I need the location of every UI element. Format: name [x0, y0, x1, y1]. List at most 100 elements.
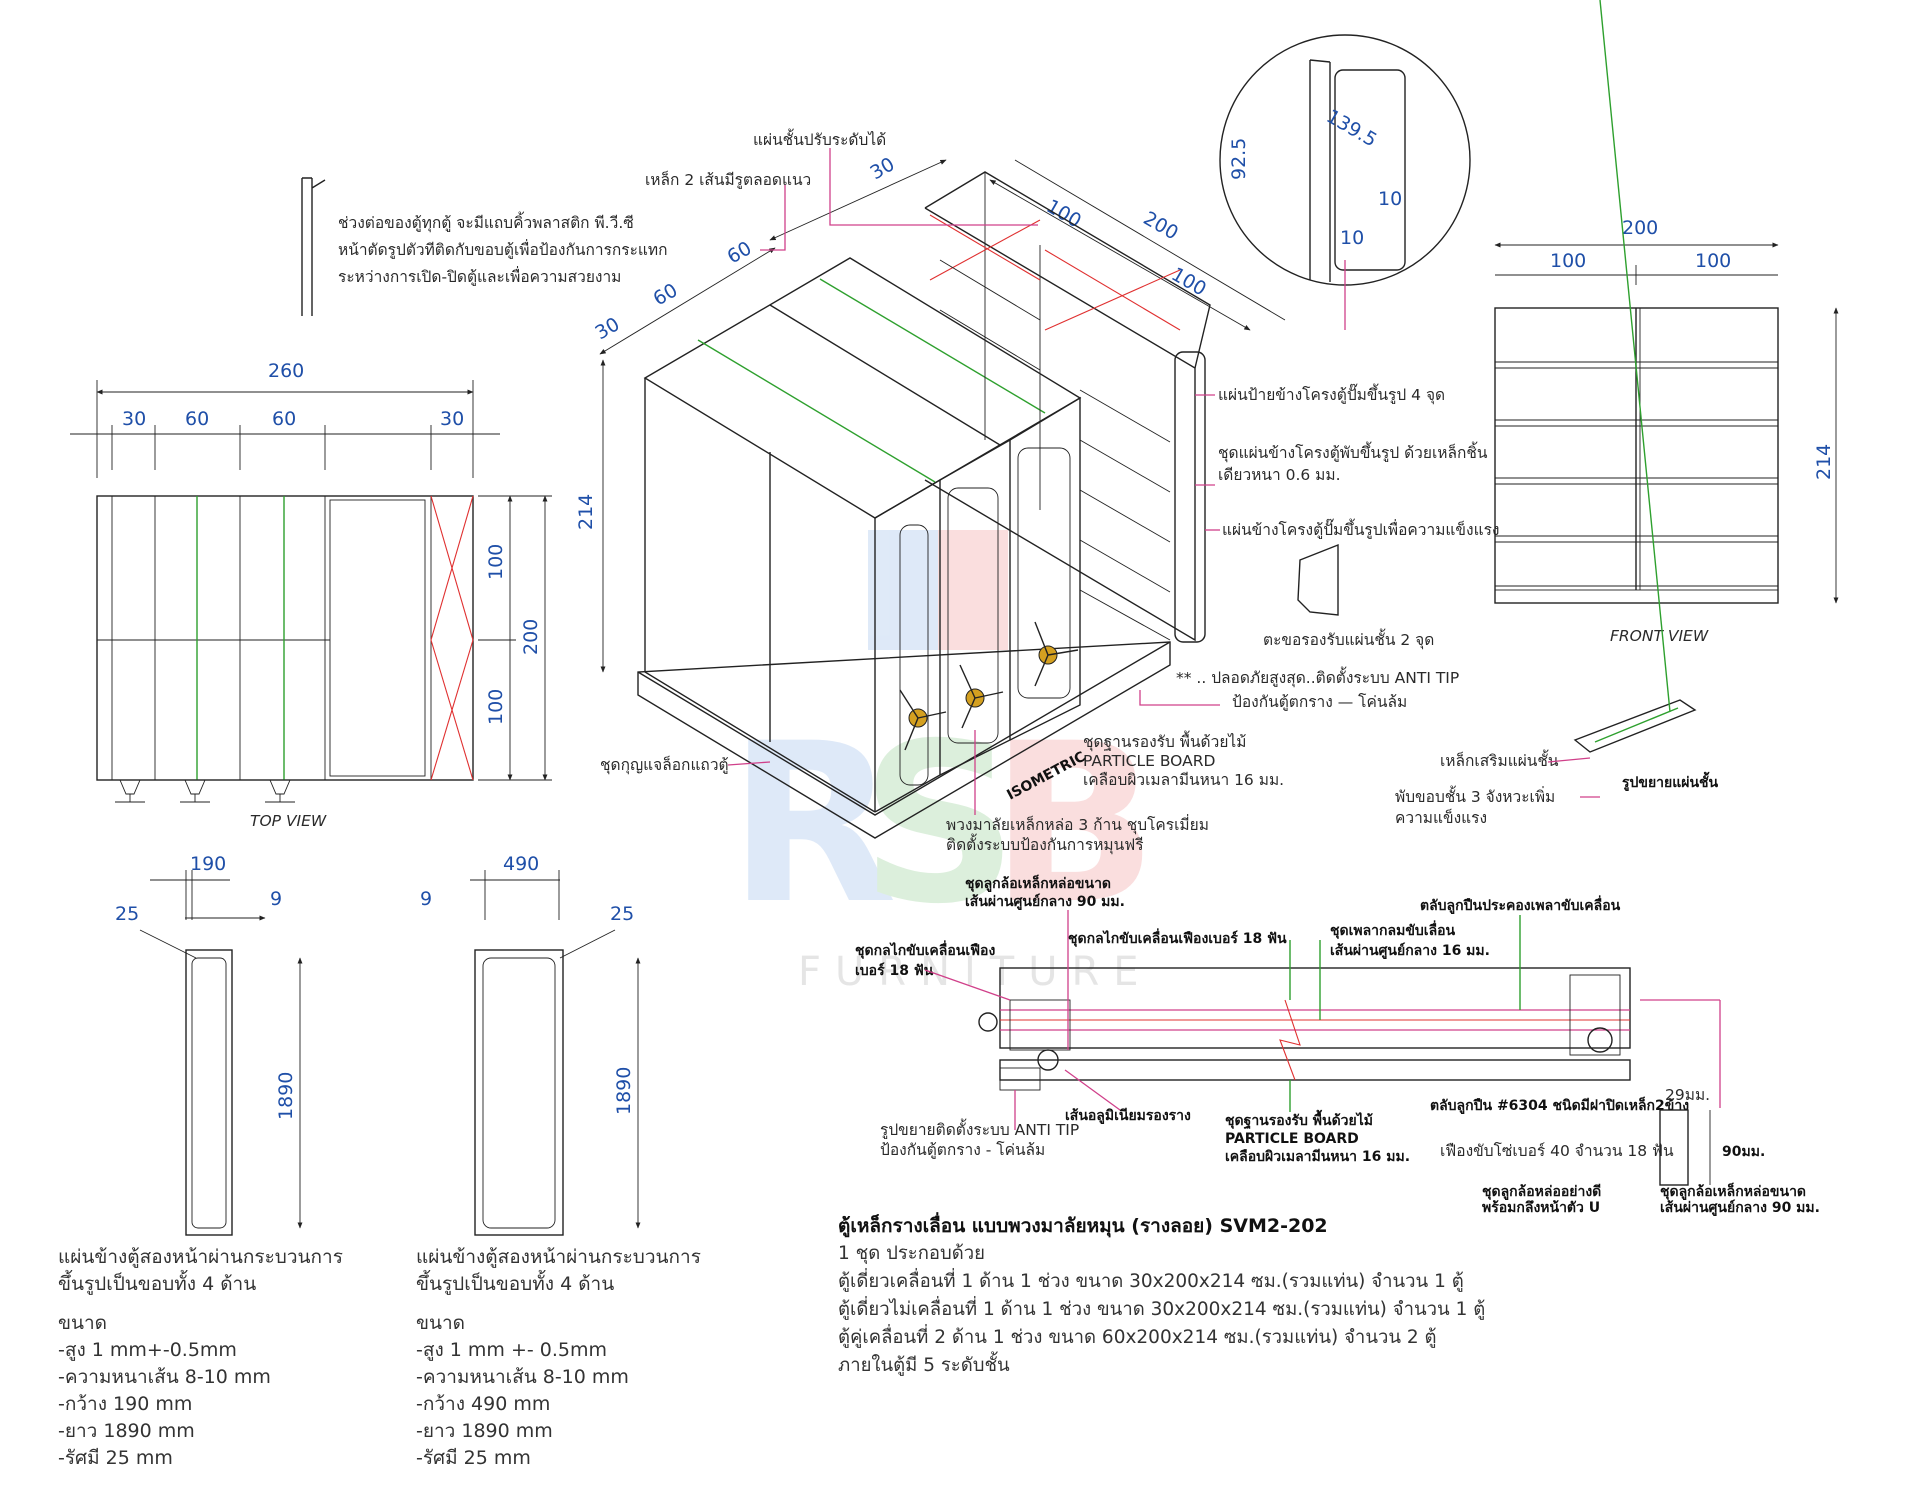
dim-p2-9: 9 [420, 888, 432, 910]
dim-p2-25: 25 [610, 903, 634, 925]
panel-left-spec-3: -กว้าง 190 mm [58, 1393, 193, 1415]
panel-left-heading-1: แผ่นข้างตู้สองหน้าผ่านกระบวนการ [58, 1246, 343, 1268]
panel-left-spec-2: -ความหนาเส้น 8-10 mm [58, 1366, 271, 1388]
base-set-3: เคลือบผิวเมลามีนหนา 16 มม. [1083, 771, 1284, 789]
shelf-hook-label: ตะขอรองรับแผ่นชั้น 2 จุด [1263, 628, 1434, 650]
anti-tip-detail-2: ป้องกันตู้ตกราง - โค่นล้ม [880, 1141, 1045, 1160]
dim-p1-1890: 1890 [275, 1072, 297, 1120]
adjustable-shelf-label: แผ่นชั้นปรับระดับได้ [753, 128, 886, 149]
side-panel-set-1: ชุดแผ่นข้างโครงตู้พับขึ้นรูป ด้วยเหล็กชิ… [1218, 441, 1488, 463]
circle-detail: 139.5 92.5 10 10 [1219, 34, 1471, 330]
dim-p1-9: 9 [270, 888, 282, 910]
wheel-u-1: ชุดลูกล้อหล่ออย่างดี [1482, 1184, 1601, 1200]
panel-left-spec: แผ่นข้างตู้สองหน้าผ่านกระบวนการ ขึ้นรูปเ… [58, 1244, 343, 1472]
front-view: 200 100 100 214 FRONT VIEW [1494, 217, 1839, 645]
joint-strip-label-3: ระหว่างการเปิด-ปิดตู้และเพื่อความสวยงาม [338, 266, 621, 287]
dim-top-60b: 60 [272, 408, 296, 430]
dim-p1-25: 25 [115, 903, 139, 925]
gear-drive-1: ชุดกลไกขับเคลื่อนเฟือง [855, 940, 995, 959]
dim-p2-1890: 1890 [613, 1067, 635, 1115]
handle-label-1: พวงมาลัยเหล็กหล่อ 3 ก้าน ชุบโครเมี่ยม [946, 814, 1209, 835]
top-view-title: TOP VIEW [250, 812, 327, 830]
bearing-housing-label: ตลับลูกปืนประคองเพลาขับเคลื่อน [1420, 895, 1621, 914]
base-set2-1: ชุดฐานรองรับ พื้นด้วยไม้ [1225, 1109, 1373, 1130]
description-line-2: ตู้เดี่ยวเคลื่อนที่ 1 ด้าน 1 ช่วง ขนาด 3… [838, 1271, 1464, 1292]
dim-iso-200: 200 [1140, 207, 1182, 244]
anti-tip-detail-1: รูปขยายติดตั้งระบบ ANTI TIP [880, 1118, 1079, 1140]
description-line-4: ตู้คู่เคลื่อนที่ 2 ด้าน 1 ช่วง ขนาด 60x2… [838, 1327, 1437, 1348]
joint-strip-label-2: หน้าตัดรูปตัวทีติดกับขอบตู้เพื่อป้องกันก… [338, 239, 668, 260]
shelf-reinforce-label: เหล็กเสริมแผ่นชั้น [1440, 749, 1559, 770]
panel-right-spec-3: -กว้าง 490 mm [416, 1393, 551, 1415]
dim-detail-925: 92.5 [1228, 138, 1250, 180]
joint-strip-profile: ช่วงต่อของตู้ทุกตู้ จะมีแถบคิ้วพลาสติก พ… [301, 177, 668, 316]
handwheel-3 [1034, 621, 1079, 687]
gear-drive-2: เบอร์ 18 ฟัน [855, 962, 934, 979]
shaft-set-1: ชุดเพลากลมขับเลื่อน [1330, 920, 1456, 939]
dim-top-200: 200 [520, 619, 542, 655]
product-title: ตู้เหล็กรางเลื่อน แบบพวงมาลัยหมุน (รางลอ… [838, 1215, 1328, 1237]
aluminum-rail-label: เส้นอลูมิเนียมรองราง [1065, 1108, 1191, 1124]
handwheel-2 [959, 664, 1004, 729]
panel-right-spec-2: -ความหนาเส้น 8-10 mm [416, 1366, 629, 1388]
anti-tip-2: ป้องกันตู้ตกราง — โค่นล้ม [1232, 693, 1407, 712]
panel-right-heading-2: ขึ้นรูปเป็นขอบทั้ง 4 ด้าน [416, 1273, 615, 1295]
watermark: R S B FURNITURE [728, 530, 1158, 995]
handwheel-1 [899, 689, 947, 751]
dim-detail-10a: 10 [1378, 188, 1402, 210]
joint-strip-label-1: ช่วงต่อของตู้ทุกตู้ จะมีแถบคิ้วพลาสติก พ… [338, 211, 634, 233]
dim-top-30b: 30 [440, 408, 464, 430]
panel-left-size-label: ขนาด [58, 1312, 107, 1334]
anti-tip-1: ** .. ปลอดภัยสูงสุด..ติดตั้งระบบ ANTI TI… [1176, 666, 1459, 688]
shelf-fold-1: พับขอบชั้น 3 จังหวะเพิ่ม [1395, 785, 1555, 806]
base-section: ชุดลูกล้อเหล็กหล่อขนาด เส้นผ่านศูนย์กลาง… [855, 874, 1820, 1216]
shelf-detail: เหล็กเสริมแผ่นชั้น พับขอบชั้น 3 จังหวะเพ… [1395, 0, 1719, 827]
dim-p1-190: 190 [190, 853, 226, 875]
panel-right-spec-4: -ยาว 1890 mm [416, 1420, 553, 1442]
base-set2-2: PARTICLE BOARD [1225, 1131, 1359, 1147]
chain-gear-label: เฟืองขับโซ่เบอร์ 40 จำนวน 18 ฟัน [1440, 1142, 1674, 1160]
base-set-2: PARTICLE BOARD [1083, 752, 1215, 770]
watermark-sub: FURNITURE [798, 949, 1153, 995]
side-panel-stamped: แผ่นข้างโครงตู้ปั๊มขึ้นรูปเพื่อความแข็งแ… [1222, 518, 1499, 540]
watermark-logo-r: R [728, 696, 897, 952]
isometric-view: 30 60 60 30 100 200 100 214 [575, 128, 1499, 855]
steel-rails-label: เหล็ก 2 เส้นมีรูตลอดแนว [645, 170, 811, 190]
dim-iso-30b: 30 [867, 153, 899, 184]
handle-label-2: ติดตั้งระบบป้องกันการหมุนฟรี [946, 833, 1144, 855]
panel-left-spec-4: -ยาว 1890 mm [58, 1420, 195, 1442]
dim-iso-60b: 60 [724, 237, 756, 268]
watermark-logo-s: S [860, 696, 1018, 952]
wheel-set-bottom-1: ชุดลูกล้อเหล็กหล่อขนาด [1660, 1182, 1806, 1200]
side-panel-490: 490 9 25 1890 [420, 853, 641, 1236]
panel-left-heading-2: ขึ้นรูปเป็นขอบทั้ง 4 ด้าน [58, 1273, 257, 1295]
dim-front-200: 200 [1622, 217, 1658, 239]
panel-right-size-label: ขนาด [416, 1312, 465, 1334]
gear-drive-label-2: ชุดกลไกขับเคลื่อนเฟืองเบอร์ 18 ฟัน [1068, 928, 1287, 947]
product-description: ตู้เหล็กรางเลื่อน แบบพวงมาลัยหมุน (รางลอ… [838, 1212, 1485, 1380]
description-line-3: ตู้เดี่ยวไม่เคลื่อนที่ 1 ด้าน 1 ช่วง ขนา… [838, 1299, 1486, 1320]
dim-wheel-29: 29มม. [1665, 1086, 1710, 1104]
front-view-title: FRONT VIEW [1610, 627, 1709, 645]
shelf-fold-2: ความแข็งแรง [1395, 808, 1487, 827]
dim-detail-10b: 10 [1340, 227, 1364, 249]
shaft-set-2: เส้นผ่านศูนย์กลาง 16 มม. [1330, 942, 1490, 959]
side-plate-label: แผ่นป้ายข้างโครงตู้ปั๊มขึ้นรูป 4 จุด [1218, 383, 1445, 405]
panel-left-spec-5: -รัศมี 25 mm [58, 1447, 173, 1469]
dim-p2-490: 490 [503, 853, 539, 875]
base-set2-3: เคลือบผิวเมลามีนหนา 16 มม. [1225, 1149, 1410, 1165]
dim-iso-60a: 60 [650, 279, 682, 310]
dim-iso-30: 30 [592, 313, 624, 344]
top-view: 260 30 60 60 30 100 [70, 360, 552, 830]
description-line-1: 1 ชุด ประกอบด้วย [838, 1243, 986, 1264]
dim-iso-214: 214 [575, 494, 597, 530]
dim-front-100a: 100 [1550, 250, 1586, 272]
wheel-set-bottom-2: เส้นผ่านศูนย์กลาง 90 มม. [1660, 1199, 1820, 1216]
panel-right-heading-1: แผ่นข้างตู้สองหน้าผ่านกระบวนการ [416, 1246, 701, 1268]
dim-detail-1395: 139.5 [1323, 105, 1381, 151]
dim-front-214: 214 [1813, 444, 1835, 480]
lock-set-label: ชุดกุญแจล็อกแถวตู้ [600, 755, 729, 775]
panel-right-spec: แผ่นข้างตู้สองหน้าผ่านกระบวนการ ขึ้นรูปเ… [416, 1244, 701, 1472]
shelf-detail-title: รูปขยายแผ่นชั้น [1622, 771, 1719, 791]
